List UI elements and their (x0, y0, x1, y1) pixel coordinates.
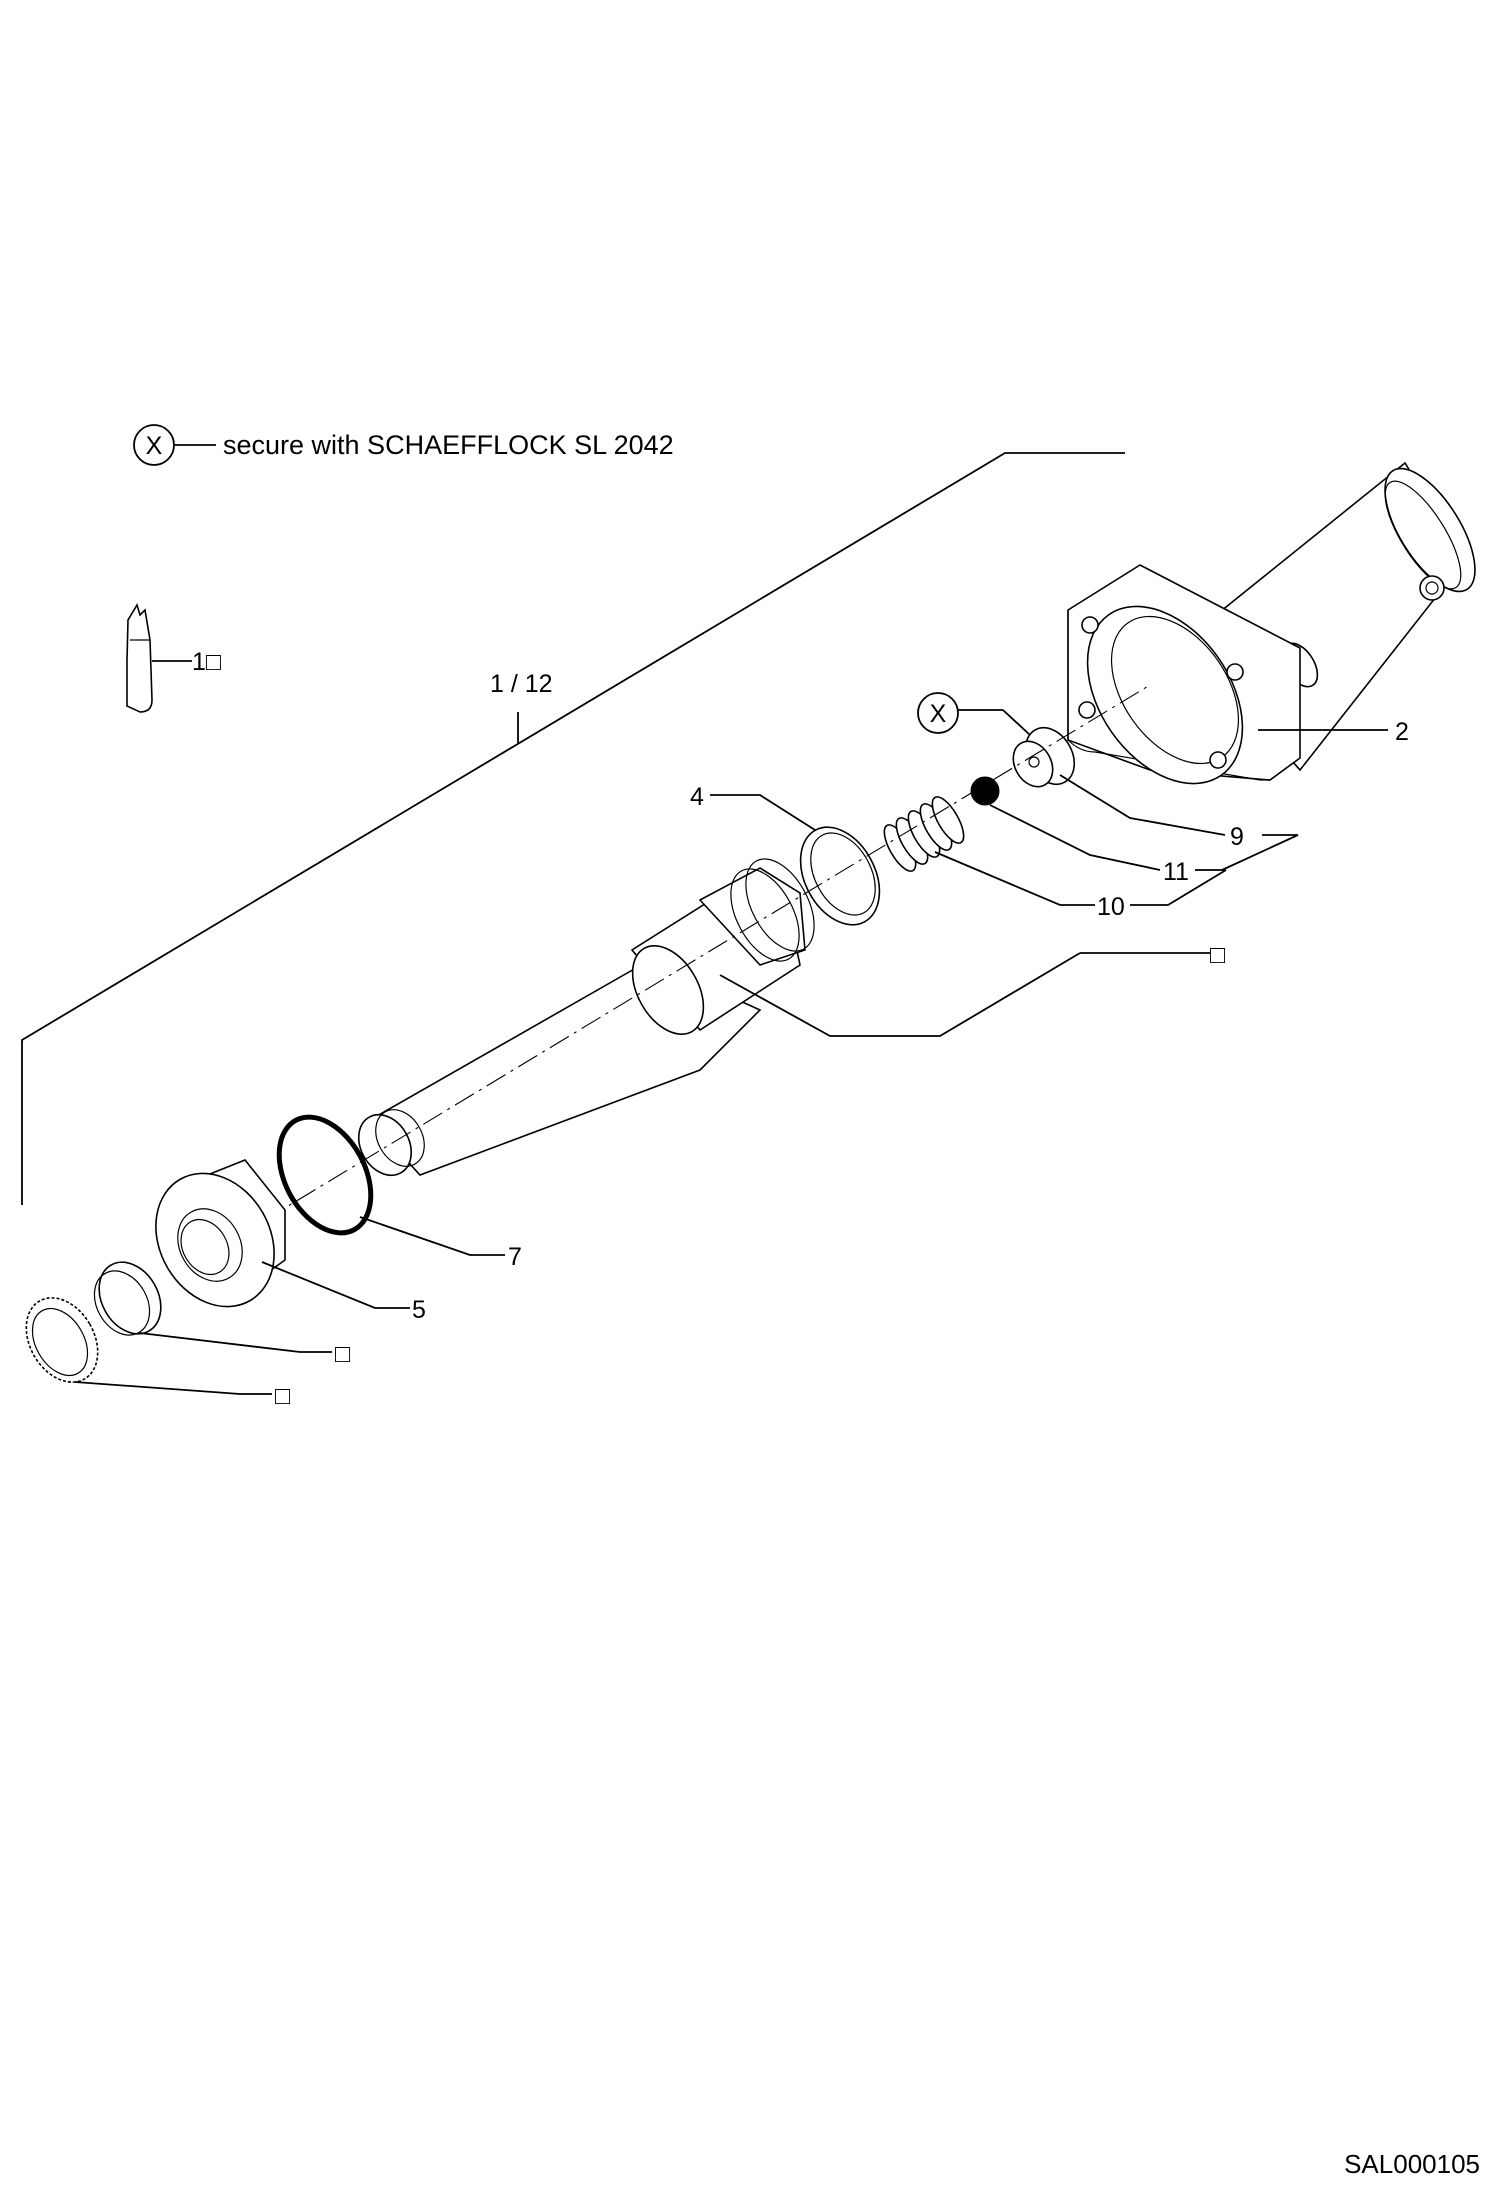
secure-x-circle (917, 692, 959, 734)
secure-x-symbol: X (930, 700, 947, 728)
callout-9: 9 (1230, 823, 1244, 851)
assembly-label: 1 / 12 (490, 670, 553, 698)
sealing-ring-4: 4 (690, 783, 881, 926)
piston-rod: □ (357, 858, 1226, 1176)
legend: X secure with SCHAEFFLOCK SL 2042 (133, 424, 674, 466)
callout-5: 5 (412, 1296, 426, 1324)
spring-part: 10 (883, 796, 1227, 921)
cylinder-housing: 2 (1067, 461, 1476, 785)
center-axis (264, 684, 1151, 1221)
locking-ring: □ (25, 1297, 291, 1410)
document-id: SAL000105 (1344, 2149, 1480, 2179)
legend-x-symbol: X (146, 432, 163, 460)
gland-nut-5: 5 (155, 1159, 426, 1324)
callout-11: 11 (1163, 858, 1189, 886)
callout-1: 1□ (192, 648, 222, 676)
callout-4: 4 (690, 783, 704, 811)
callout-10: 10 (1097, 893, 1125, 921)
o-ring-7: 7 (276, 1114, 522, 1271)
callout-ring-b: □ (275, 1382, 291, 1410)
secure-mark: X (917, 692, 1031, 736)
glue-tube-icon: 1□ (126, 603, 222, 713)
screw-plug-part: 9 (1012, 726, 1299, 871)
ball-part: 11 (970, 776, 1226, 886)
legend-x-circle (133, 424, 175, 466)
callout-7: 7 (508, 1243, 522, 1271)
callout-ring-a: □ (335, 1340, 351, 1368)
guide-ring: □ (93, 1261, 351, 1368)
callout-2: 2 (1395, 718, 1409, 746)
callout-group-box: □ (1210, 941, 1226, 969)
legend-text: secure with SCHAEFFLOCK SL 2042 (223, 430, 674, 460)
assembly-bracket: 1 / 12 (21, 452, 1125, 1205)
